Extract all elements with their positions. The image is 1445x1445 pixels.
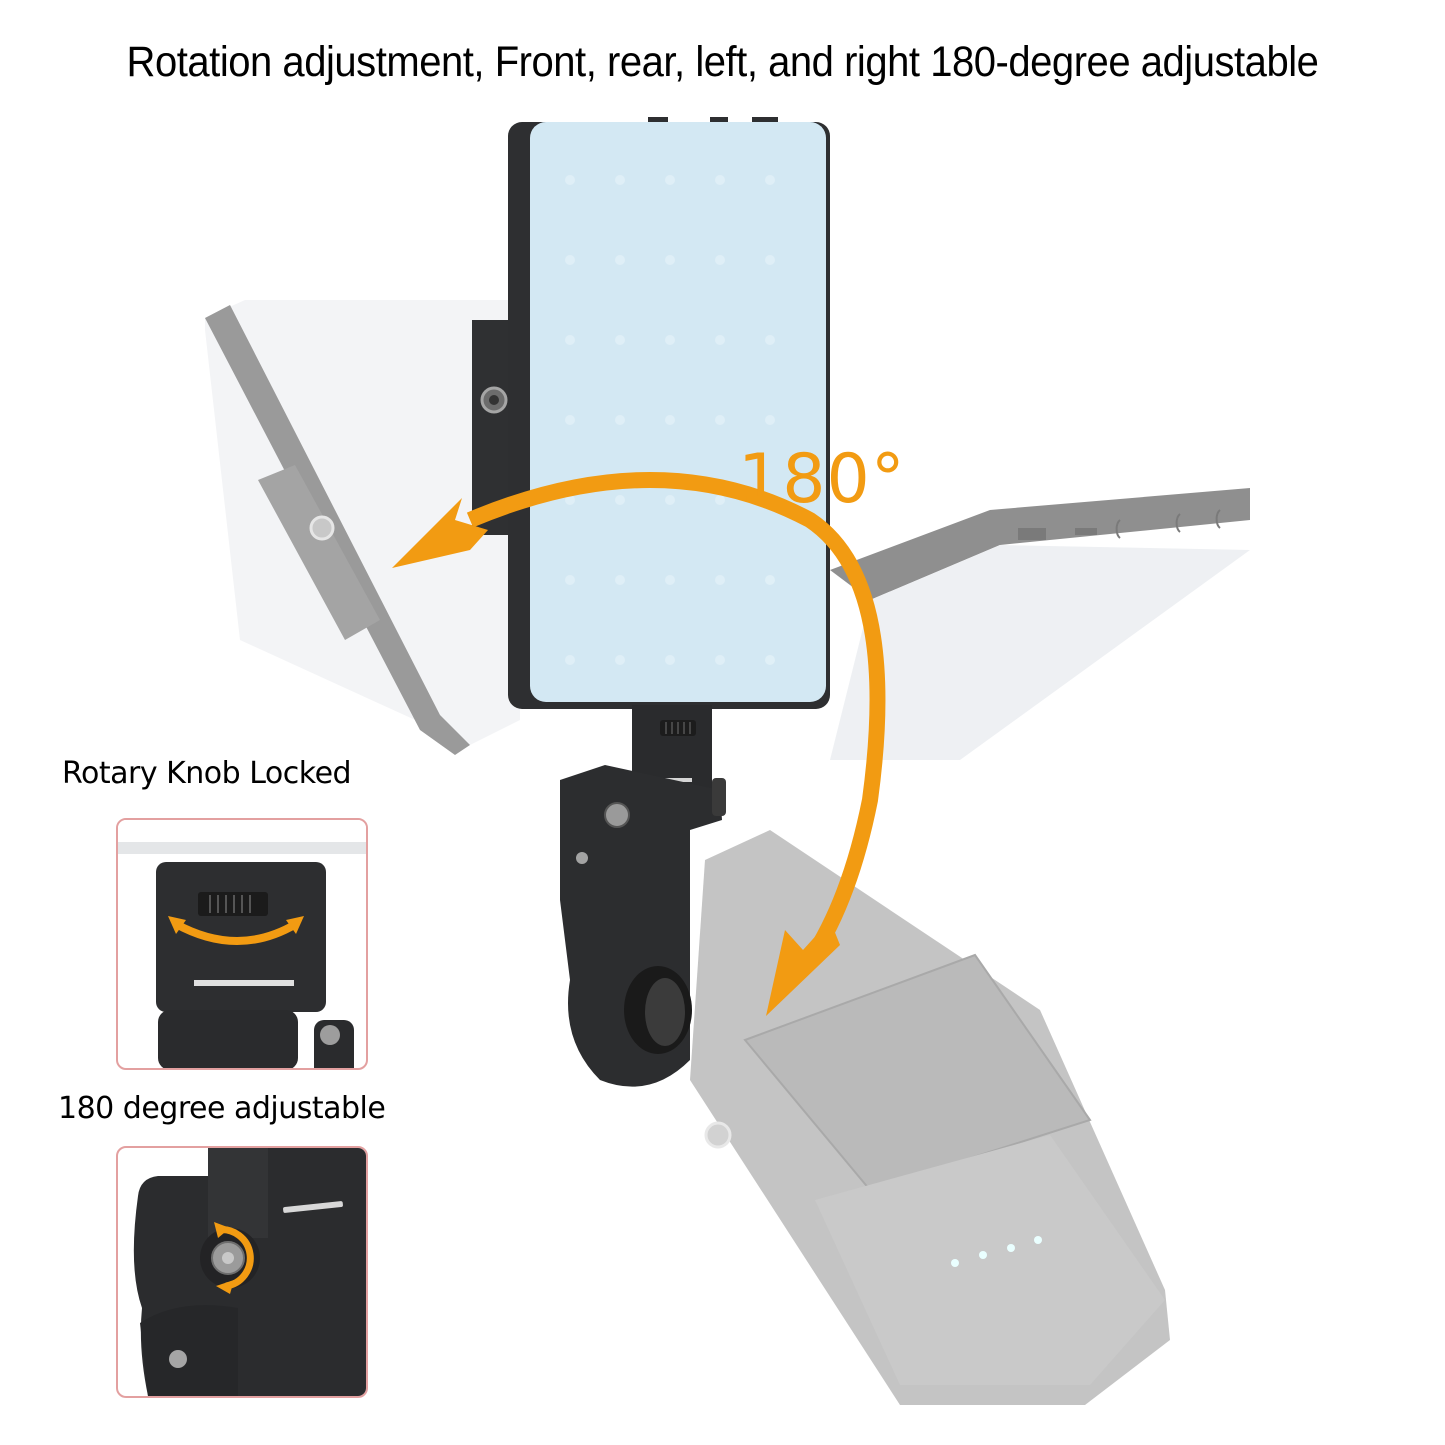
inset-caption-rotary-knob: Rotary Knob Locked xyxy=(62,756,352,791)
arrow-head-bottom xyxy=(766,920,840,1016)
ghost-panel-right xyxy=(830,488,1250,760)
inset-caption-180-degree: 180 degree adjustable xyxy=(58,1091,386,1126)
indicator-dots xyxy=(951,1236,1042,1267)
arrow-head-left xyxy=(392,498,488,568)
headline: Rotation adjustment, Front, rear, left, … xyxy=(126,38,1319,86)
rotation-degree-label: 180° xyxy=(738,440,906,519)
inset-rotary-knob xyxy=(116,818,368,1070)
rotation-arrow-icon xyxy=(466,472,886,965)
circular-rotate-arrow-icon xyxy=(214,1222,254,1294)
ghost-panel-down xyxy=(690,830,1170,1405)
inset-180-degree xyxy=(116,1146,368,1398)
led-light-panel xyxy=(472,117,830,709)
rotary-knob-arrow-icon xyxy=(168,916,304,945)
ghost-panel-left xyxy=(205,300,520,755)
clip-mount xyxy=(560,705,726,1087)
